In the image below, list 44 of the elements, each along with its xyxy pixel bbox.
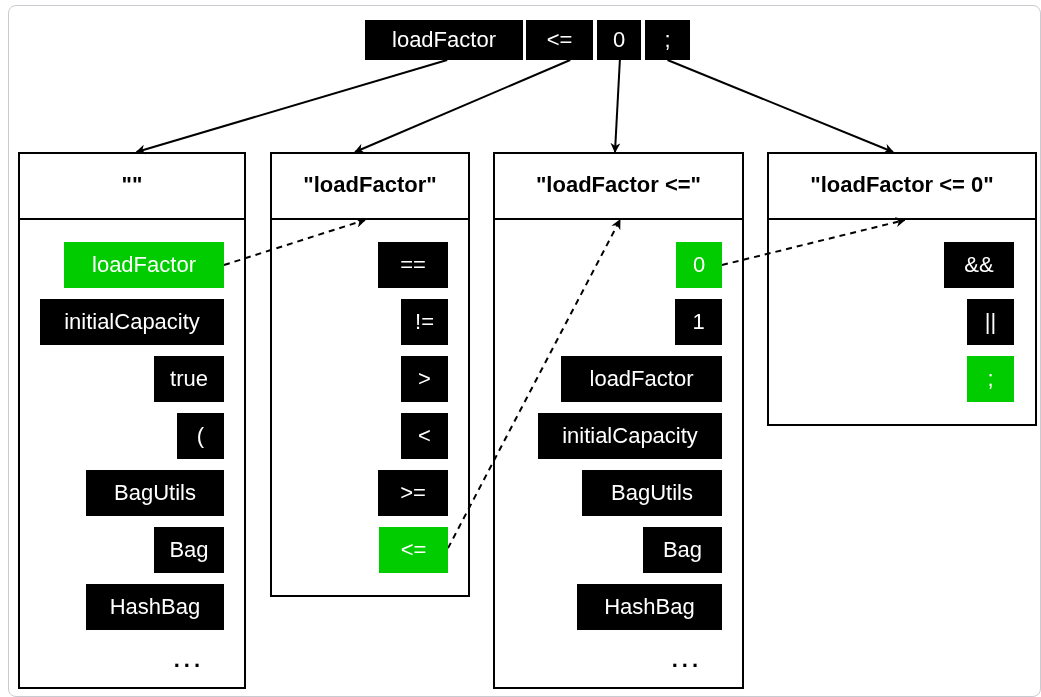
token: BagUtils [582,470,722,516]
arrow [721,217,906,266]
ellipsis-text: ... [173,647,204,673]
arrow [354,59,572,154]
token: || [967,299,1014,345]
highlighted-token: ; [967,356,1014,402]
header-text: "loadFactor <=" [535,172,702,198]
token: <= [526,20,593,60]
arrow [666,59,895,154]
token: Bag [643,527,722,573]
token: < [401,413,448,459]
token: ; [645,20,690,60]
token: && [944,242,1014,288]
token: loadFactor [365,20,523,60]
panel-frame [493,152,744,689]
highlighted-token: 0 [676,242,722,288]
header-text: "" [121,172,143,198]
token: HashBag [577,584,722,630]
arrow [610,59,621,153]
panel-frame [767,152,1037,426]
arrow [223,217,366,266]
token: BagUtils [86,470,224,516]
token: > [401,356,448,402]
token: >= [378,470,448,516]
token: initialCapacity [40,299,224,345]
panel-frame [18,152,246,689]
header-text: "loadFactor" [303,172,437,198]
token: Bag [154,527,224,573]
arrow [447,219,621,550]
token: true [154,356,224,402]
token: != [401,299,448,345]
highlighted-token: loadFactor [64,242,224,288]
token: initialCapacity [538,413,722,459]
token: 1 [675,299,722,345]
token: 0 [597,20,641,60]
token: == [378,242,448,288]
token: loadFactor [561,356,722,402]
ellipsis-text: ... [671,647,702,673]
panel-frame [270,152,470,597]
highlighted-token: <= [379,527,448,573]
header-text: "loadFactor <= 0" [810,172,994,198]
token: HashBag [86,584,224,630]
token: ( [177,413,224,459]
arrow [135,59,449,155]
